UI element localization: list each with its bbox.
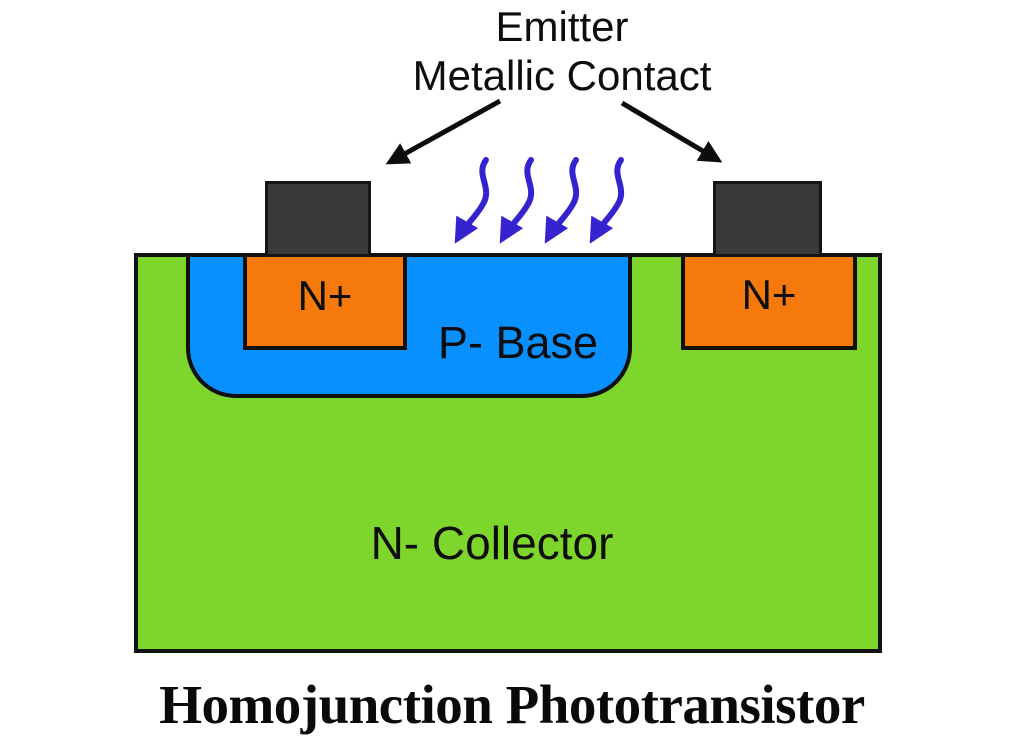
wavy-arrow-down-icon-4: [589, 157, 625, 244]
diagonal-arrow-icon-left: [385, 98, 502, 165]
n-plus-emitter-region-left: [243, 257, 407, 350]
p-base-label: P- Base: [437, 317, 599, 368]
emitter-contact-label-line2: Metallic Contact: [412, 52, 712, 99]
diagonal-arrow-icon-right: [620, 100, 723, 163]
wavy-arrow-down-icon-1: [454, 157, 490, 244]
metallic-contact-left: [265, 181, 371, 257]
n-plus-right-label: N+: [741, 271, 797, 318]
n-plus-left-label: N+: [297, 272, 353, 319]
metallic-contact-right: [713, 181, 822, 257]
emitter-contact-label: Emitter Metallic Contact: [312, 2, 812, 100]
emitter-contact-label-line1: Emitter: [495, 3, 629, 50]
wavy-arrow-down-icon-2: [499, 157, 535, 244]
n-collector-label: N- Collector: [370, 517, 614, 569]
wavy-arrow-down-icon-3: [544, 157, 580, 244]
diagram-title: Homojunction Phototransistor: [159, 674, 865, 735]
n-plus-emitter-region-right: [681, 257, 857, 350]
